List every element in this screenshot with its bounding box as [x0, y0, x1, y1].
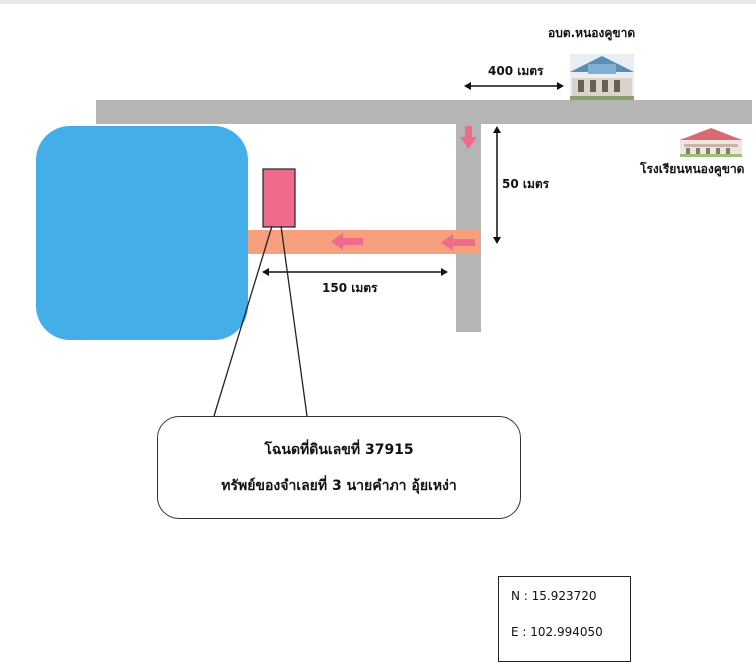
- distance-400-label: 400 เมตร: [488, 64, 544, 78]
- office-label: อบต.หนองคูขาด: [548, 26, 636, 40]
- parcel-callout: โฉนดที่ดินเลขที่ 37915 ทรัพย์ของจำเลยที่…: [157, 416, 521, 519]
- callout-title: โฉนดที่ดินเลขที่ 37915: [264, 442, 414, 458]
- left-arrow-icon: [331, 233, 363, 250]
- latitude-value: N : 15.923720: [511, 589, 597, 603]
- dimension-arrow-400: [464, 82, 564, 90]
- dimension-arrow-50: [493, 126, 501, 244]
- callout-pointer: [213, 225, 308, 417]
- top-border: [0, 0, 756, 4]
- callout-owner: ทรัพย์ของจำเลยที่ 3 นายคำภา อุ้ยเหง่า: [221, 478, 457, 494]
- school-building-icon: [680, 128, 742, 157]
- office-building-icon: [570, 54, 634, 100]
- dimension-arrow-150: [262, 268, 448, 276]
- left-arrow-icon: [441, 234, 475, 251]
- school-label: โรงเรียนหนองคูขาด: [640, 162, 745, 176]
- longitude-value: E : 102.994050: [511, 625, 603, 639]
- down-arrow-icon: [460, 126, 477, 149]
- distance-50-label: 50 เมตร: [502, 177, 550, 191]
- access-lane: [248, 230, 480, 254]
- land-parcel: [262, 168, 296, 228]
- coordinates-box: N : 15.923720 E : 102.994050: [498, 576, 631, 662]
- side-road: [456, 124, 481, 332]
- water-body: [36, 126, 248, 340]
- distance-150-label: 150 เมตร: [322, 281, 378, 295]
- main-road: [96, 100, 752, 124]
